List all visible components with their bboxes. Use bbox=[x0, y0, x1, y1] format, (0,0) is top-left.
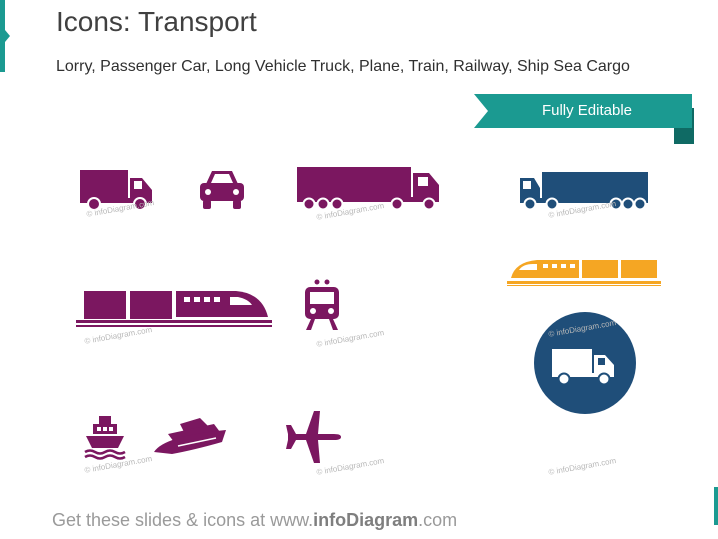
delivery-truck-circle-icon bbox=[534, 312, 636, 414]
railway-train-icon bbox=[76, 291, 272, 327]
cruise-ship-icon bbox=[84, 416, 126, 460]
cargo-truck-icon bbox=[520, 172, 648, 211]
long-vehicle-truck-icon bbox=[297, 167, 439, 211]
metro-train-icon bbox=[305, 279, 339, 330]
plane-icon bbox=[286, 411, 341, 463]
high-speed-train-icon bbox=[507, 260, 661, 286]
left-accent-bar bbox=[0, 0, 10, 72]
passenger-car-icon bbox=[200, 171, 244, 209]
fully-editable-banner: Fully Editable bbox=[474, 94, 694, 144]
footer-suffix: .com bbox=[418, 510, 458, 530]
footer-brand: infoDiagram bbox=[313, 510, 419, 530]
lorry-icon bbox=[80, 170, 152, 211]
watermark: © infoDiagram.com bbox=[315, 328, 385, 349]
footer-prefix: Get these slides & icons at www. bbox=[52, 510, 314, 530]
page-title: Icons: Transport bbox=[56, 6, 257, 37]
right-accent-bar bbox=[714, 487, 718, 525]
sea-cargo-ship-icon bbox=[154, 418, 226, 454]
banner-label: Fully Editable bbox=[541, 102, 633, 119]
page-subtitle: Lorry, Passenger Car, Long Vehicle Truck… bbox=[56, 58, 630, 75]
watermark: © infoDiagram.com bbox=[547, 456, 617, 477]
footer-text: Get these slides & icons at www.infoDiag… bbox=[52, 510, 457, 531]
